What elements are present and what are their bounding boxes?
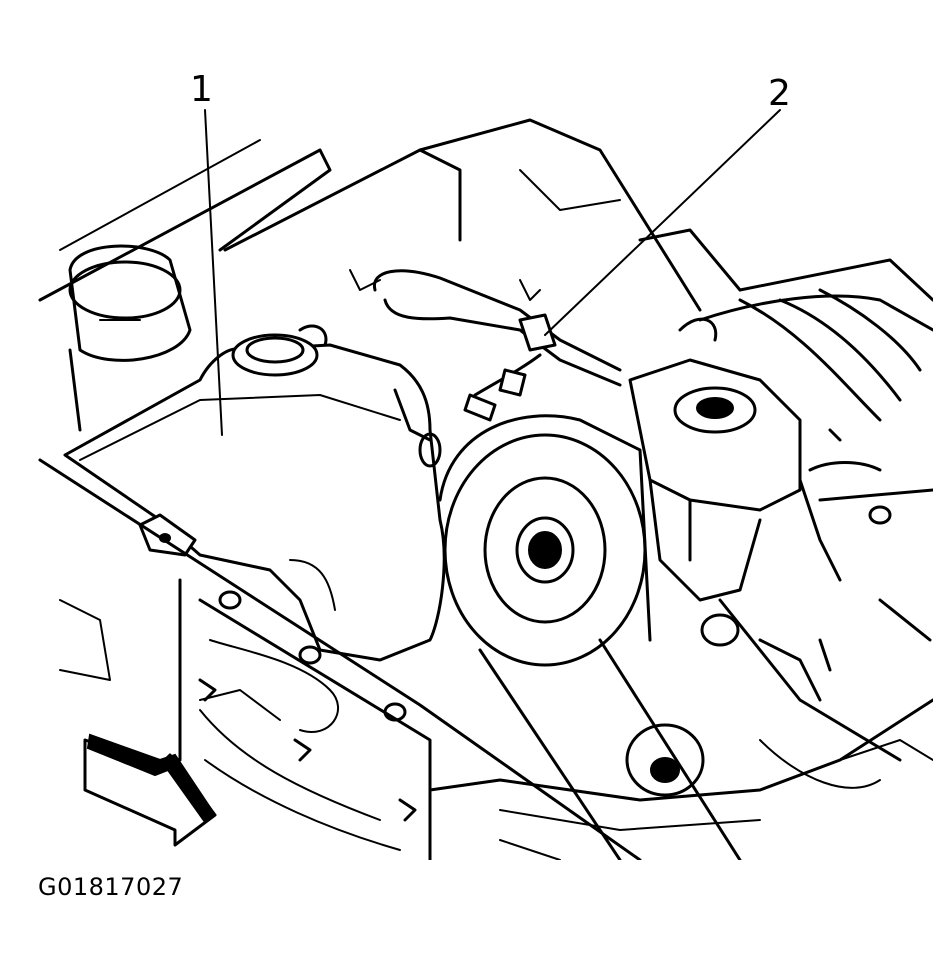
callout-label-2: 2 — [768, 73, 791, 114]
front-fascia-lower — [428, 698, 933, 861]
upper-body-structure — [38, 118, 933, 312]
callout-leader-lines — [204, 109, 781, 436]
engine-block — [718, 598, 933, 789]
front-of-vehicle-arrow-icon — [83, 733, 217, 847]
brake-fluid-reservoir — [628, 358, 802, 647]
strut-tower — [68, 244, 192, 432]
coolant-hose — [373, 269, 622, 422]
figure-id: G01817027 — [38, 873, 184, 901]
engine-compartment-drawing — [38, 109, 933, 862]
accessory-drive — [438, 414, 742, 862]
hose-clamp — [518, 313, 557, 352]
callout-label-1: 1 — [190, 69, 213, 110]
radiator-support — [38, 458, 642, 862]
intake-manifold — [678, 288, 933, 582]
coolant-reservoir — [63, 324, 446, 662]
